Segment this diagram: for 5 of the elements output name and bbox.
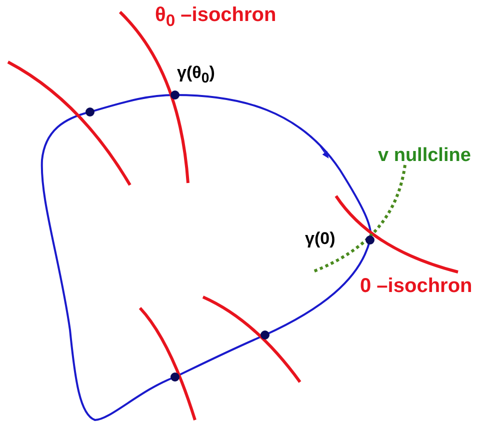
isochron-label: 0 –isochron: [360, 276, 472, 296]
point-label: γ(θ$_{0}$): [177, 64, 215, 86]
isochron-label: θ$_{0}$ –isochron: [155, 5, 276, 30]
point-label: γ(0): [305, 230, 336, 247]
nullcline-label: v nullcline: [378, 146, 471, 165]
